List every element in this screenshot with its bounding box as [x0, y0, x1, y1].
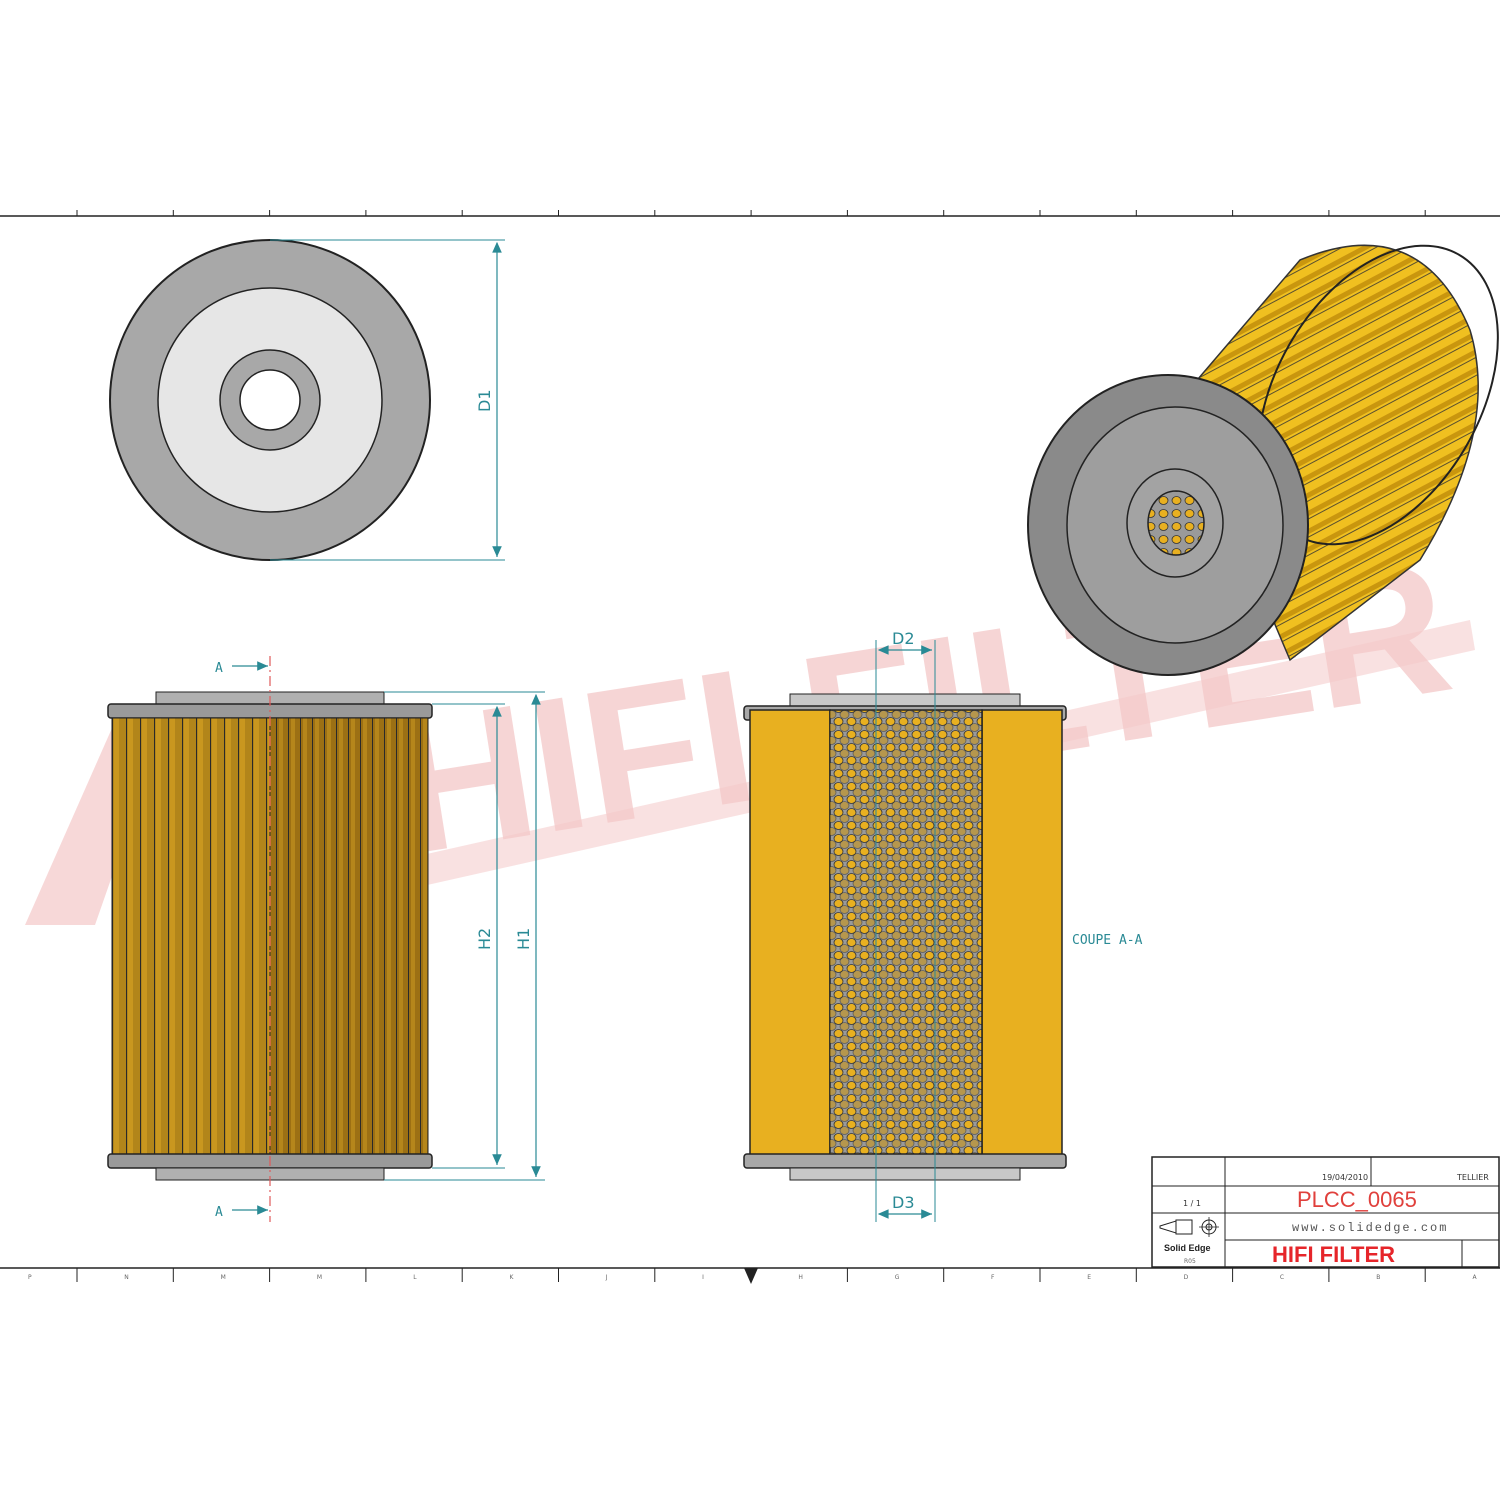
ruler-zone-label: C	[1280, 1274, 1284, 1281]
tb-date: 19/04/2010	[1322, 1173, 1368, 1182]
tb-designer: TELLIER	[1456, 1173, 1489, 1182]
ruler-zone-label: I	[702, 1274, 704, 1281]
section-marker-bottom: A	[215, 1205, 223, 1220]
centering-mark-icon	[744, 1268, 758, 1284]
h1-label: H1	[514, 928, 533, 950]
section-view: D2 D3 COUPE A-A	[743, 629, 1143, 1222]
iso-core-opening	[1147, 490, 1205, 556]
isometric-view	[1027, 244, 1499, 676]
sheet-frame: P N M M L K J I H G F E D C B A	[0, 210, 1500, 1284]
pleated-media-left	[111, 717, 271, 1155]
d1-label: D1	[475, 390, 494, 413]
section-media-right	[981, 709, 1063, 1167]
perforated-core-back	[830, 710, 982, 1166]
ruler-zone-label: P	[28, 1274, 32, 1281]
section-bottom-endcap	[743, 1153, 1067, 1169]
section-caption: COUPE A-A	[1072, 933, 1143, 948]
front-view: A A H2 H1	[107, 656, 545, 1222]
tb-version: R05	[1184, 1258, 1196, 1265]
section-top-hub	[789, 693, 1021, 707]
ruler-zone-label: N	[124, 1274, 129, 1281]
h2-label: H2	[475, 928, 494, 950]
d2-label: D2	[892, 629, 915, 648]
tb-scale: 1 / 1	[1183, 1199, 1201, 1208]
ruler-zone-label: M	[221, 1274, 226, 1281]
center-hole	[239, 369, 301, 431]
tb-software: Solid Edge	[1164, 1243, 1211, 1253]
ruler-zone-label: E	[1087, 1274, 1091, 1281]
projection-symbol-icon	[1159, 1217, 1219, 1237]
title-block: 19/04/2010 TELLIER 1 / 1 PLCC_0065 www.s…	[1151, 1156, 1500, 1268]
tb-company: HIFI FILTER	[1272, 1242, 1395, 1267]
top-view: D1	[109, 239, 505, 561]
ruler-zone-label: M	[317, 1274, 322, 1281]
title-block-frame	[1151, 1156, 1500, 1268]
ruler-zone-label: G	[895, 1274, 900, 1281]
tb-website: www.solidedge.com	[1292, 1221, 1448, 1235]
ruler-zone-label: F	[991, 1274, 995, 1281]
pleated-media-right	[269, 717, 429, 1155]
ruler-zone-label: D	[1184, 1274, 1189, 1281]
section-marker-top: A	[215, 661, 223, 676]
section-media-left	[749, 709, 831, 1167]
d3-label: D3	[892, 1193, 915, 1212]
tb-reference: PLCC_0065	[1297, 1187, 1417, 1212]
section-bottom-hub	[789, 1167, 1021, 1181]
ruler-zone-label: H	[798, 1274, 803, 1281]
ruler-zone-label: B	[1376, 1274, 1380, 1281]
ruler-zone-label: K	[510, 1274, 515, 1281]
ruler-zone-label: A	[1473, 1274, 1478, 1281]
top-ruler-ticks	[76, 210, 1426, 216]
ruler-zone-label: L	[413, 1274, 417, 1281]
ruler-zone-label: J	[605, 1274, 608, 1281]
